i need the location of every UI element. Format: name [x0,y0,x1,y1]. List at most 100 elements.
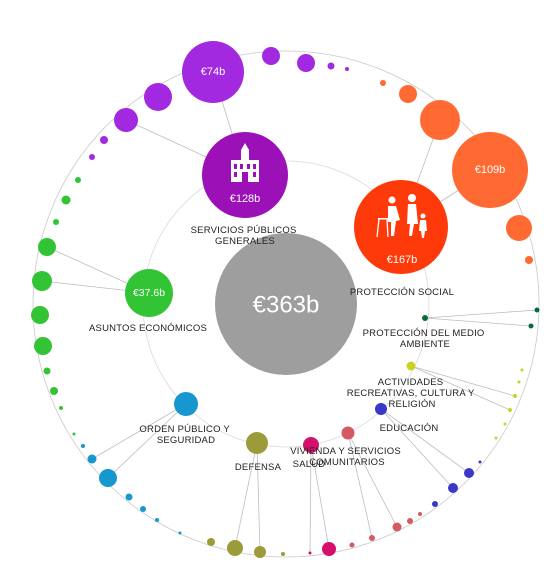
outer-bubble[interactable] [144,83,172,111]
outer-bubble[interactable] [38,238,56,256]
outer-bubble[interactable] [207,538,215,546]
outer-bubble[interactable] [155,518,159,522]
connector-line [424,309,538,319]
label-actividades-line2: RECREATIVAS, CULTURA Y [347,388,475,399]
outer-bubble[interactable] [59,406,63,410]
connector-line [424,317,532,327]
outer-bubble[interactable] [420,100,460,140]
total-circle[interactable] [215,233,357,375]
connector-line [91,403,187,460]
outer-bubble[interactable] [520,368,524,372]
outer-bubble[interactable] [178,531,182,535]
connector-line [347,432,398,528]
label-vivienda: VIVIENDA Y SERVICIOS COMUNITARIOS [290,446,404,468]
outer-bubble[interactable] [125,493,133,501]
outer-bubble[interactable] [380,80,386,86]
label-servicios-publicos-line2: GENERALES [215,236,275,247]
label-medio-ambiente: PROTECCIÓN DEL MEDIO AMBIENTE [363,328,488,350]
family-walker-icon [376,194,427,238]
outer-bubble[interactable] [407,518,413,524]
outer-bubble[interactable] [528,323,534,329]
label-medio-ambiente-line1: PROTECCIÓN DEL MEDIO [363,328,485,339]
outer-bubble[interactable] [448,483,458,493]
outer-bubble[interactable] [506,215,532,241]
outer-bubble[interactable] [322,542,336,556]
bubble-actividades[interactable] [406,361,416,371]
label-actividades: ACTIVIDADES RECREATIVAS, CULTURA Y RELIG… [347,377,477,410]
bubble-orden-publico[interactable] [174,392,198,416]
bubble-asuntos-economicos[interactable]: €37.6b [125,269,173,317]
proteccion-social-circle[interactable] [354,180,448,274]
outer-bubble[interactable] [308,551,312,555]
outer-bubble[interactable] [227,540,243,556]
bubble-defensa[interactable] [246,432,268,454]
outer-bubble[interactable] [254,546,266,558]
label-proteccion-social: PROTECCIÓN SOCIAL [350,287,454,298]
label-proteccion-social-line1: PROTECCIÓN SOCIAL [350,287,454,298]
label-servicios-publicos: SERVICIOS PÚBLICOS GENERALES [191,225,300,247]
outer-bubble[interactable] [327,62,335,70]
label-asuntos-economicos: ASUNTOS ECONÓMICOS [89,323,207,334]
outer-bubble[interactable] [345,67,349,71]
connector-line [380,408,470,474]
outer-bubble[interactable] [517,380,521,384]
connector-line [410,365,516,397]
label-vivienda-line1: VIVIENDA Y SERVICIOS [290,446,401,457]
outer-bubble[interactable] [89,154,95,160]
outer-bubble[interactable] [32,271,52,291]
outer-bubble[interactable] [281,552,285,556]
outer-bubble[interactable] [72,432,76,436]
total-bubble[interactable]: €363b [215,233,357,375]
outer-bubble[interactable] [369,535,375,541]
outer-bubble[interactable] [432,501,438,507]
connector-line [347,432,373,539]
outer-bubble[interactable] [50,387,58,395]
outer-bubble[interactable] [262,47,280,65]
outer-servicios-74-circle[interactable] [182,41,244,103]
outer-bubble[interactable] [53,219,59,225]
label-orden-publico-line1: ORDEN PÚBLICO Y [139,424,230,435]
outer-bubble[interactable] [464,468,474,478]
outer-bubble-proteccion-109[interactable]: €109b [452,132,528,208]
outer-bubble[interactable] [349,542,355,548]
outer-bubble[interactable] [494,436,498,440]
outer-bubble[interactable] [392,522,402,532]
outer-bubble[interactable] [508,408,512,412]
outer-bubble[interactable] [503,422,507,426]
outer-bubble[interactable] [297,54,315,72]
outer-bubble[interactable] [399,85,417,103]
connector-lines [41,71,538,554]
outer-ring [32,50,540,558]
bubble-educacion[interactable] [375,403,387,415]
bubble-servicios-publicos[interactable]: €128b [202,132,288,218]
outer-proteccion-109-circle[interactable] [452,132,528,208]
outer-bubble[interactable] [81,444,85,448]
outer-bubbles [31,47,540,558]
outer-bubble[interactable] [534,307,540,313]
bubble-proteccion-social[interactable]: €167b [354,180,448,274]
outer-bubble[interactable] [525,256,533,264]
label-salud: SALUD [293,459,326,470]
outer-bubble[interactable] [140,506,146,512]
outer-bubble[interactable] [43,367,51,375]
outer-bubble[interactable] [75,177,81,183]
outer-bubble[interactable] [87,454,97,464]
outer-bubble[interactable] [34,337,52,355]
label-orden-publico-line2: SEGURIDAD [157,435,215,446]
bubble-vivienda[interactable] [341,426,355,440]
outer-bubble[interactable] [100,136,108,144]
outer-bubble[interactable] [61,195,71,205]
bubble-medio-ambiente[interactable] [422,315,428,321]
label-orden-publico: ORDEN PÚBLICO Y SEGURIDAD [139,424,232,446]
label-salud-line1: SALUD [293,459,326,470]
outer-bubble[interactable] [478,460,482,464]
bubble-salud[interactable] [303,437,319,453]
outer-bubble[interactable] [513,394,517,398]
outer-bubble[interactable] [114,108,138,132]
outer-bubble[interactable] [99,469,117,487]
outer-bubble[interactable] [31,306,49,324]
outer-bubble-servicios-74[interactable]: €74b [182,41,244,103]
connector-line [380,408,454,489]
outer-bubble[interactable] [418,512,422,516]
asuntos-economicos-circle[interactable] [125,269,173,317]
